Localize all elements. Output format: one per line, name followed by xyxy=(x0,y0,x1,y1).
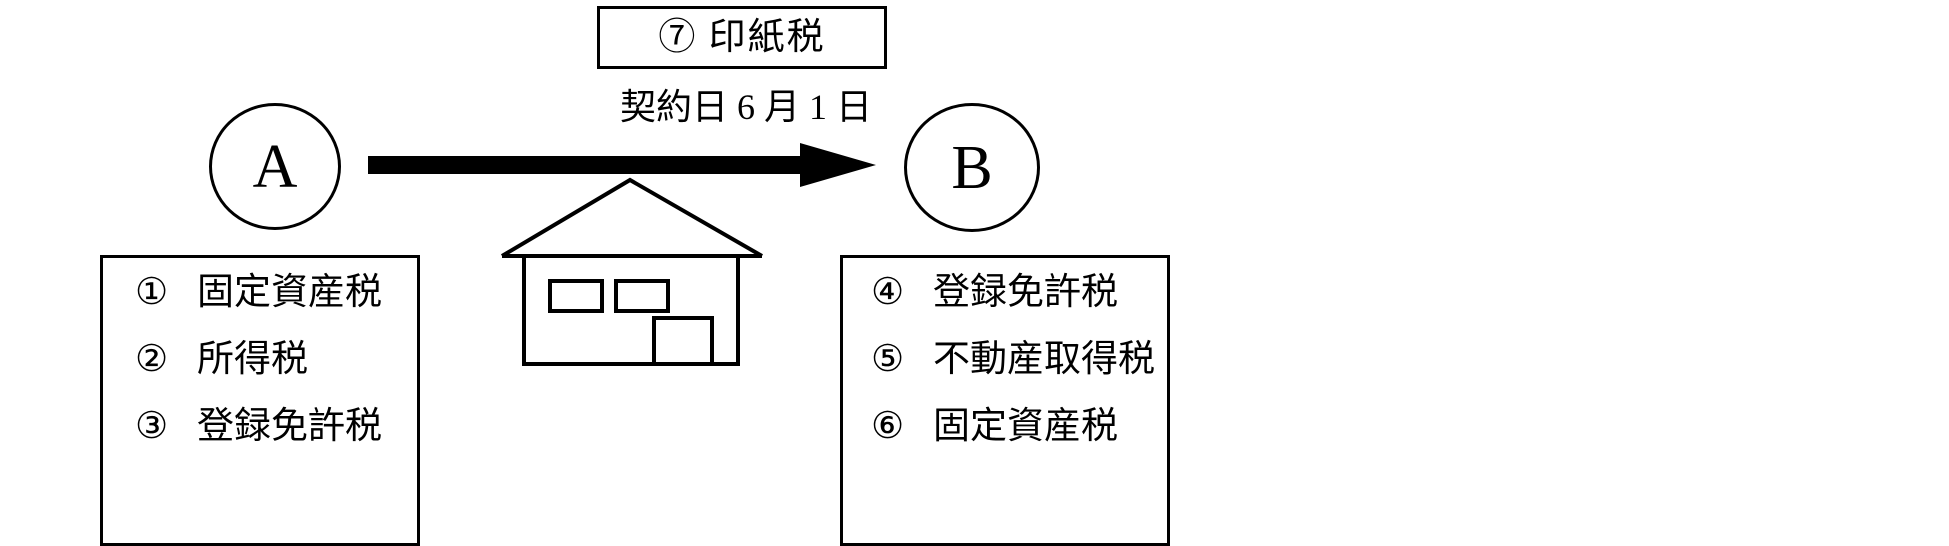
tax-item-number: ⑤ xyxy=(871,339,905,380)
party-b-letter: B xyxy=(951,133,993,202)
seller-tax-list-box: ① 固定資産税 ② 所得税 ③ 登録免許税 xyxy=(100,255,420,546)
house-icon xyxy=(500,177,763,366)
tax-item-name: 登録免許税 xyxy=(197,406,382,447)
transfer-arrow-icon xyxy=(368,143,876,187)
tax-item-name: 所得税 xyxy=(197,339,308,380)
list-item: ③ 登録免許税 xyxy=(103,408,417,445)
tax-item-name: 固定資産税 xyxy=(933,406,1118,447)
list-item: ⑤ 不動産取得税 xyxy=(843,341,1167,378)
stamp-tax-box: ⑦ 印紙税 xyxy=(597,6,887,69)
buyer-tax-list-box: ④ 登録免許税 ⑤ 不動産取得税 ⑥ 固定資産税 xyxy=(840,255,1170,546)
tax-item-name: 登録免許税 xyxy=(933,272,1118,313)
tax-item-number: ④ xyxy=(871,272,905,313)
party-a-circle: A xyxy=(209,103,341,230)
tax-item-number: ⑥ xyxy=(871,406,905,447)
tax-item-number: ① xyxy=(135,272,169,313)
party-b-circle: B xyxy=(904,103,1040,232)
tax-item-number: ② xyxy=(135,339,169,380)
stamp-tax-label: ⑦ 印紙税 xyxy=(658,17,826,58)
contract-date-label: 契約日 6 月 1 日 xyxy=(619,87,872,127)
list-item: ⑥ 固定資産税 xyxy=(843,408,1167,445)
tax-item-name: 不動産取得税 xyxy=(933,339,1155,380)
list-item: ① 固定資産税 xyxy=(103,274,417,311)
list-item: ② 所得税 xyxy=(103,341,417,378)
tax-item-name: 固定資産税 xyxy=(197,272,382,313)
list-item: ④ 登録免許税 xyxy=(843,274,1167,311)
tax-item-number: ③ xyxy=(135,406,169,447)
party-a-letter: A xyxy=(252,132,298,201)
